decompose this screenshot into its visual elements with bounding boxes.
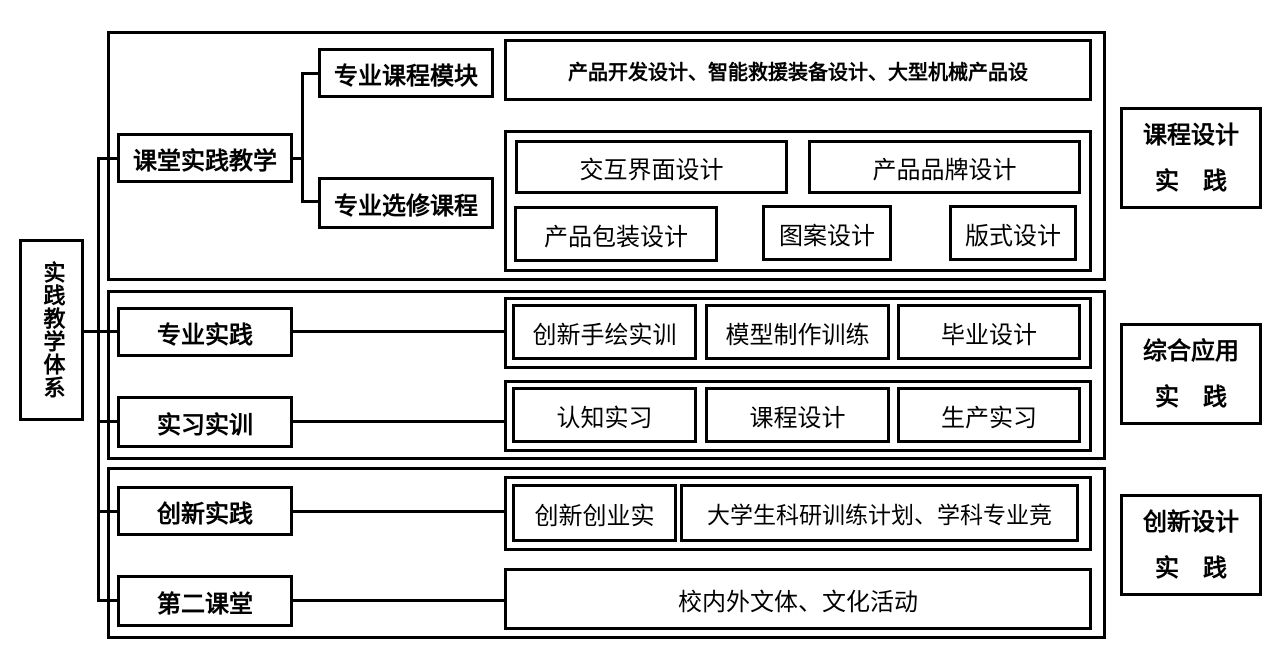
internship-box: 实习实训	[117, 396, 293, 448]
major-practice-box: 专业实践	[117, 307, 293, 357]
innovation-practice-label: 创新实践	[157, 499, 253, 528]
elective-course-box: 专业选修课程	[318, 177, 494, 229]
elective-item: 图案设计	[762, 205, 892, 261]
internship-item: 课程设计	[705, 387, 890, 443]
elective-course-label: 专业选修课程	[334, 191, 478, 220]
root-box: 实践教学体系	[19, 239, 84, 421]
second-classroom-label: 第二课堂	[157, 589, 253, 618]
second-classroom-content: 校内外文体、文化活动	[678, 587, 918, 616]
row-connector-1	[292, 330, 506, 333]
row-connector-2	[292, 420, 506, 423]
root-label: 实践教学体系	[39, 261, 65, 399]
sec1-vertical	[301, 72, 304, 203]
sec1-connector	[292, 157, 304, 160]
section2-frame	[107, 290, 1106, 460]
trunk-line	[97, 157, 100, 602]
course-module-content: 产品开发设计、智能救援装备设计、大型机械产品设	[568, 59, 1028, 84]
class-practice-box: 课堂实践教学	[117, 133, 293, 183]
side-label-innovation-design: 创新设计 实 践	[1120, 494, 1262, 596]
second-classroom-content-box: 校内外文体、文化活动	[504, 568, 1092, 630]
side-label-applied-practice: 综合应用 实 践	[1120, 323, 1262, 425]
major-practice-items-frame	[504, 297, 1092, 369]
side-label-course-design: 课程设计 实 践	[1120, 107, 1262, 209]
course-module-content-box: 产品开发设计、智能救援装备设计、大型机械产品设	[504, 39, 1092, 101]
elective-item: 版式设计	[949, 205, 1077, 261]
elective-item: 交互界面设计	[515, 140, 788, 194]
internship-item: 认知实习	[512, 387, 697, 443]
major-practice-item: 创新手绘实训	[512, 304, 697, 360]
section3-frame	[107, 467, 1106, 639]
internship-items-frame	[504, 380, 1092, 452]
innovation-items-frame	[504, 476, 1092, 551]
sec1-branch-bottom	[301, 200, 319, 203]
internship-label: 实习实训	[157, 410, 253, 439]
section1-frame	[107, 31, 1106, 281]
root-connector	[82, 330, 100, 333]
innovation-item: 创新创业实	[512, 484, 677, 542]
major-practice-item: 毕业设计	[897, 304, 1081, 360]
elective-item: 产品品牌设计	[808, 140, 1081, 194]
row-connector-4	[292, 599, 506, 602]
elective-item: 产品包装设计	[514, 206, 718, 262]
innovation-item: 大学生科研训练计划、学科专业竞	[680, 484, 1079, 542]
course-module-box: 专业课程模块	[318, 48, 494, 98]
row-connector-3	[292, 510, 506, 513]
second-classroom-box: 第二课堂	[117, 575, 293, 627]
major-practice-item: 模型制作训练	[705, 304, 890, 360]
innovation-practice-box: 创新实践	[117, 486, 293, 536]
sec1-branch-top	[301, 72, 319, 75]
course-module-label: 专业课程模块	[334, 61, 478, 90]
internship-item: 生产实习	[897, 387, 1081, 443]
major-practice-label: 专业实践	[157, 320, 253, 349]
elective-items-frame	[504, 130, 1092, 272]
class-practice-label: 课堂实践教学	[133, 146, 277, 175]
